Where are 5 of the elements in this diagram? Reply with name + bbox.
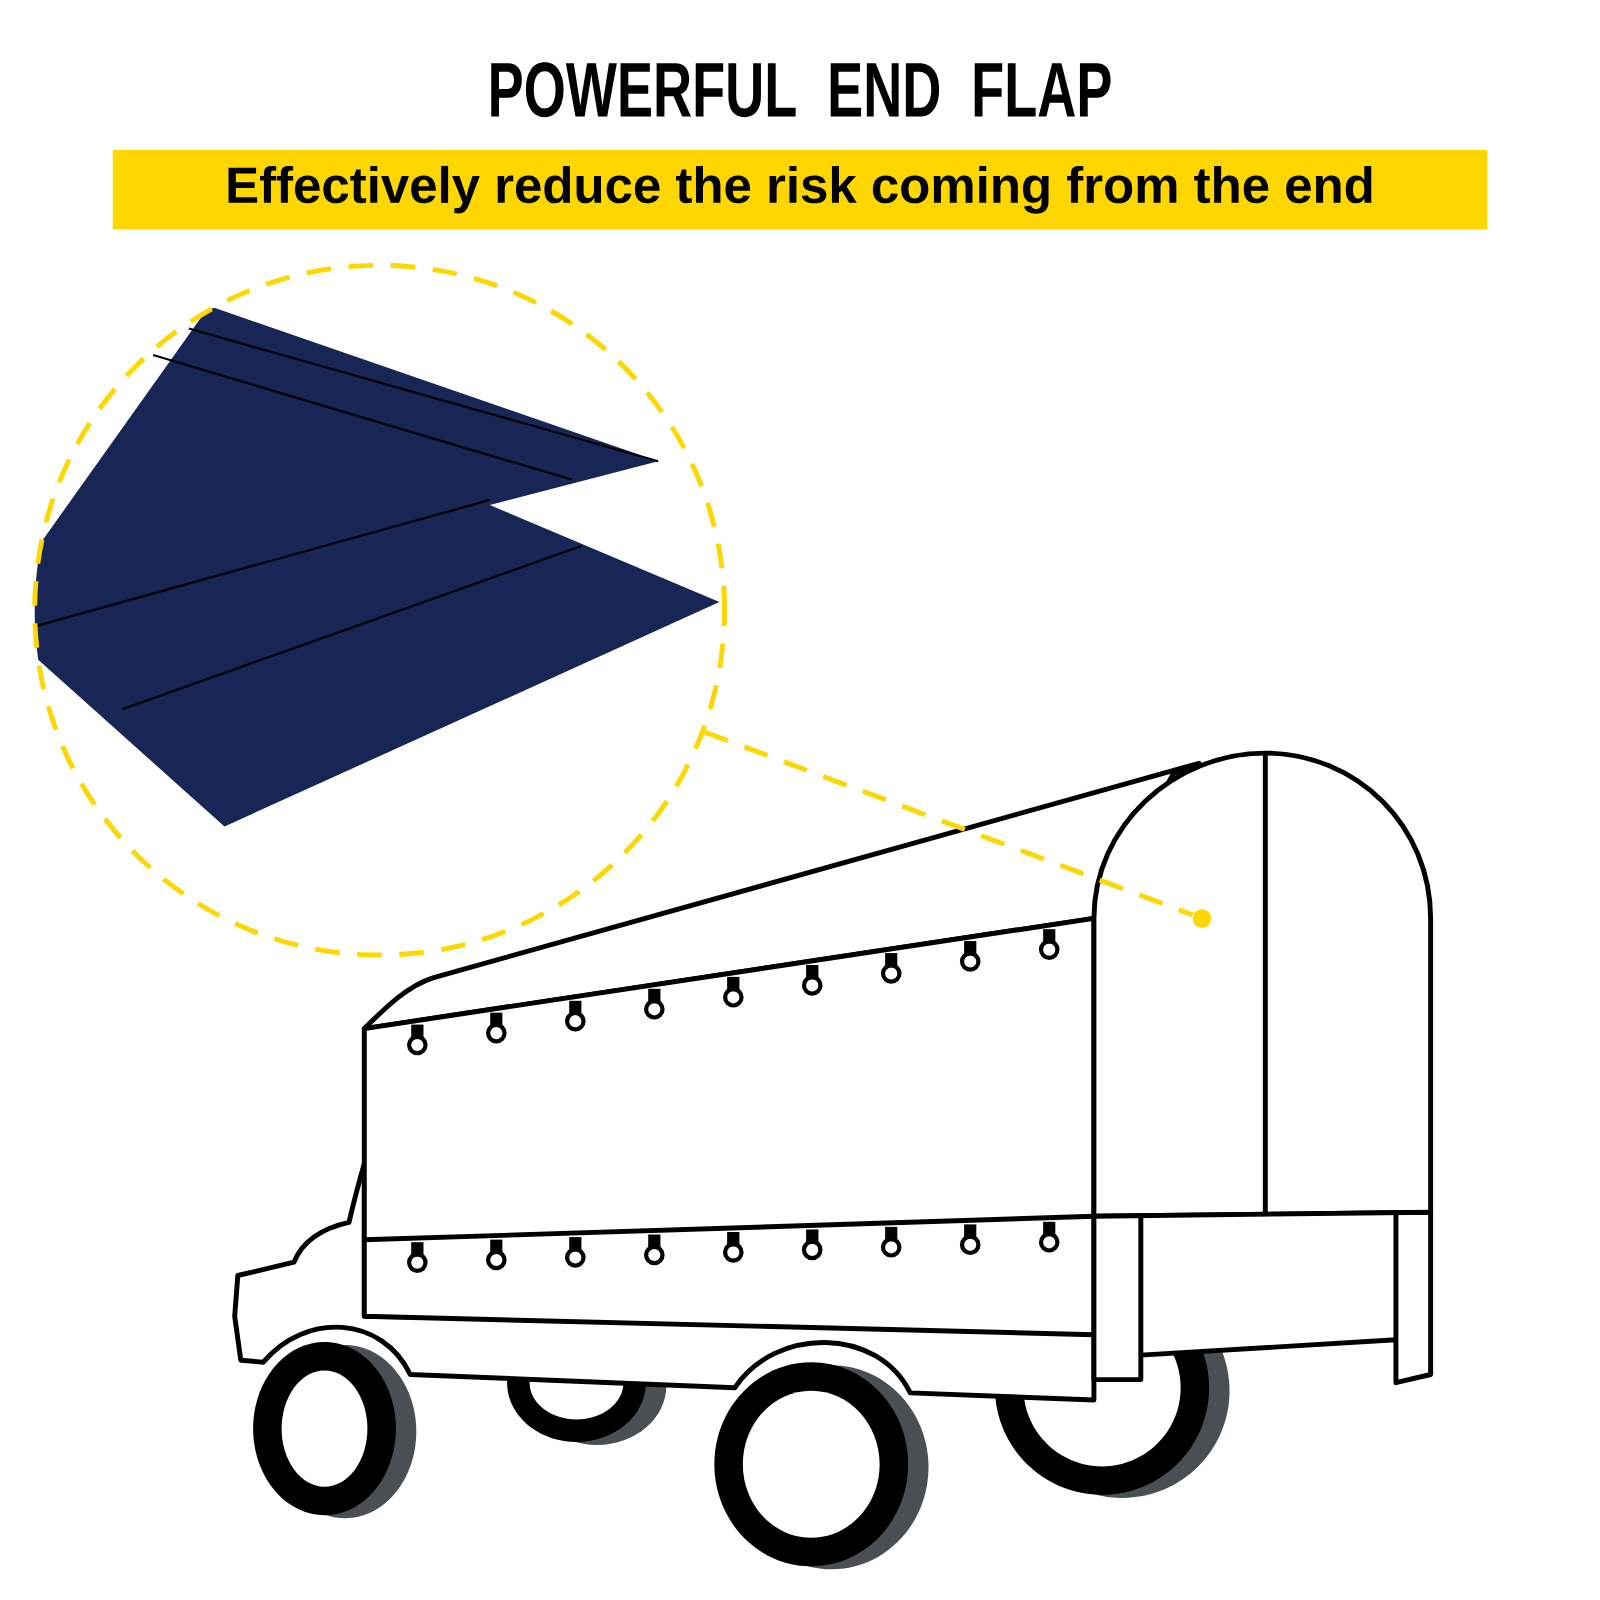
leader-line	[704, 729, 1194, 918]
inset-picture	[32, 262, 727, 958]
title: POWERFUL END FLAP	[491, 62, 1111, 118]
marker-dot	[1192, 909, 1212, 928]
highlight-band: Effectively reduce the risk coming from the end	[112, 149, 1488, 230]
